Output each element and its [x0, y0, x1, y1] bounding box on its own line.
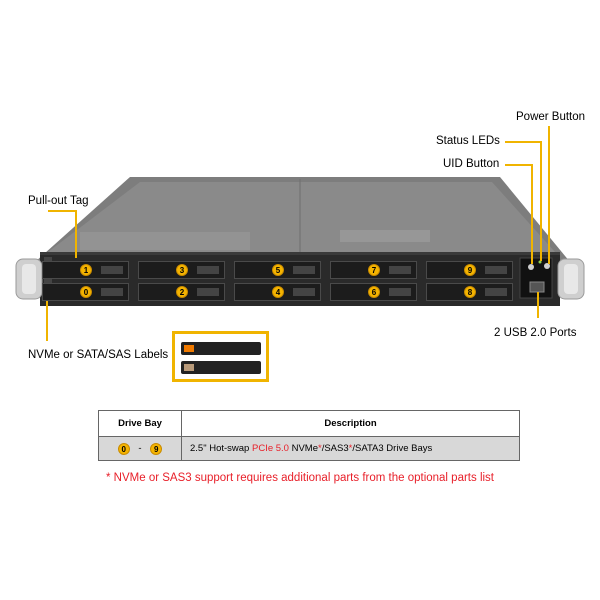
bay-badge-start: 0 — [117, 442, 130, 455]
usb-ports — [529, 281, 545, 293]
leader-line — [48, 210, 76, 212]
drive-bay[interactable]: 6 — [330, 283, 417, 301]
status-led — [538, 260, 542, 264]
drive-bay-table: Drive Bay Description 0 - 9 2.5" Hot-swa… — [98, 410, 520, 461]
server-chassis — [15, 177, 585, 306]
callout-usb-ports: 2 USB 2.0 Ports — [494, 327, 577, 339]
bay-range-separator: - — [138, 443, 142, 455]
leader-line — [505, 164, 533, 166]
bay-number-badge: 1 — [80, 264, 92, 276]
bay-number-badge: 5 — [272, 264, 284, 276]
leader-line — [548, 126, 550, 264]
bay-number-badge: 9 — [464, 264, 476, 276]
sas-label-sample — [181, 361, 261, 374]
leader-line — [75, 210, 77, 258]
drive-bay[interactable]: 2 — [138, 283, 225, 301]
bay-number-badge: 2 — [176, 286, 188, 298]
bay-number-badge: 7 — [368, 264, 380, 276]
drive-bay[interactable]: 9 — [426, 261, 513, 279]
sata-sas-tag-icon — [184, 364, 194, 371]
leader-line — [540, 141, 542, 261]
drive-bay[interactable]: 1 — [42, 261, 129, 279]
bay-number-badge: 6 — [368, 286, 380, 298]
bay-number-badge: 3 — [176, 264, 188, 276]
leader-line — [46, 301, 48, 341]
drive-bay[interactable]: 5 — [234, 261, 321, 279]
drive-bay[interactable]: 7 — [330, 261, 417, 279]
callout-pull-out-tag: Pull-out Tag — [28, 195, 89, 207]
callout-uid-button: UID Button — [443, 158, 500, 170]
description-cell: 2.5" Hot-swap PCIe 5.0 NVMe*/SAS3*/SATA3… — [181, 436, 520, 461]
drive-bay[interactable]: 8 — [426, 283, 513, 301]
bay-number-badge: 8 — [464, 286, 476, 298]
uid-button — [528, 264, 534, 270]
nvme-label-sample — [181, 342, 261, 355]
pull-out-tag — [44, 257, 52, 301]
table-header-description: Description — [181, 410, 520, 437]
table-header-drive-bay: Drive Bay — [98, 410, 182, 437]
footnote: * NVMe or SAS3 support requires addition… — [106, 472, 494, 484]
footnote-marker: * — [318, 443, 322, 454]
leader-line — [505, 141, 541, 143]
chassis-vent-panel — [80, 232, 250, 250]
leader-line — [531, 164, 533, 264]
drive-bay[interactable]: 0 — [42, 283, 129, 301]
drive-bay[interactable]: 3 — [138, 261, 225, 279]
leader-line — [537, 292, 539, 318]
power-button — [544, 263, 550, 269]
nvme-tag-icon — [184, 345, 194, 352]
callout-nvme-labels: NVMe or SATA/SAS Labels — [28, 349, 169, 361]
bay-range-cell: 0 - 9 — [98, 436, 182, 461]
drive-bay[interactable]: 4 — [234, 283, 321, 301]
pcie-highlight: PCIe 5.0 — [251, 443, 289, 454]
footnote-marker: * — [348, 443, 353, 454]
callout-power-button: Power Button — [516, 111, 586, 123]
callout-status-leds: Status LEDs — [436, 135, 500, 147]
bay-badge-end: 9 — [150, 442, 163, 455]
table-row: 0 - 9 2.5" Hot-swap PCIe 5.0 NVMe*/SAS3*… — [98, 436, 520, 461]
bay-number-badge: 4 — [272, 286, 284, 298]
drive-label-example — [172, 331, 269, 382]
bay-number-badge: 0 — [80, 286, 92, 298]
